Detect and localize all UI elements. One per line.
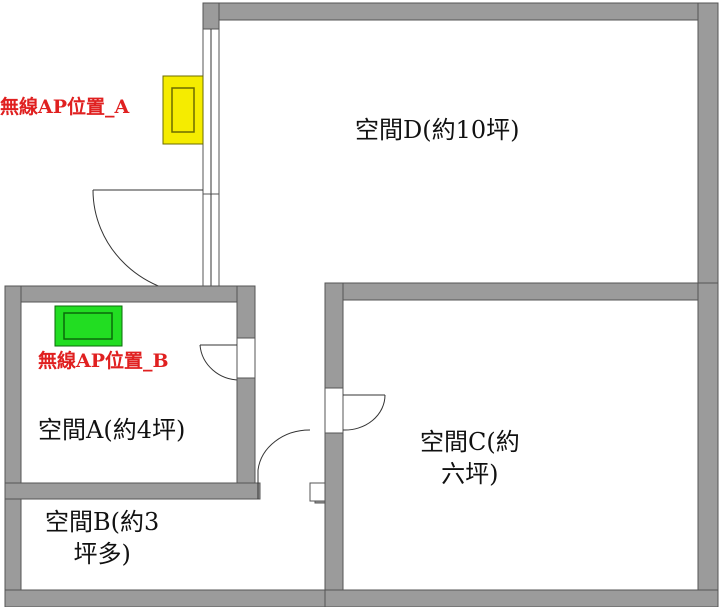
ap-a-label: 無線AP位置_A (0, 96, 130, 118)
wall-c-right (697, 282, 719, 607)
wall-d-right (697, 2, 719, 304)
ap-b-label: 無線AP位置_B (38, 350, 169, 372)
door-c (342, 394, 386, 431)
wall-a-b (4, 482, 261, 500)
room-d-label: 空間D(約10坪) (355, 116, 520, 144)
room-b-label-line2: 坪多) (73, 540, 131, 568)
room-c-label: 空間C(約 六坪) (420, 426, 520, 490)
room-a-label: 空間A(約4坪) (38, 416, 186, 444)
wall-a-right-upper (236, 285, 256, 339)
ap-a-marker (162, 75, 204, 145)
wall-a-right-lower (236, 377, 256, 484)
door-d-entry (92, 189, 204, 296)
room-c-label-line1: 空間C(約 (420, 428, 520, 456)
wall-d-top (202, 2, 719, 21)
wall-c-left-lower (324, 432, 344, 607)
wall-b-bottom (4, 589, 336, 607)
room-b-label: 空間B(約3 坪多) (45, 506, 159, 570)
wall-a-top (4, 285, 256, 303)
room-b-label-line1: 空間B(約3 (45, 508, 160, 536)
room-c-label-line2: 六坪) (441, 460, 499, 488)
wall-c-top (324, 282, 699, 301)
ap-b-marker (54, 305, 123, 347)
wall-c-left-upper (324, 282, 344, 389)
wall-c-bottom (324, 589, 719, 607)
door-b (257, 429, 311, 499)
wall-a-left (4, 285, 22, 607)
door-a-right (199, 344, 241, 381)
wall-d-left-upper (202, 2, 220, 30)
